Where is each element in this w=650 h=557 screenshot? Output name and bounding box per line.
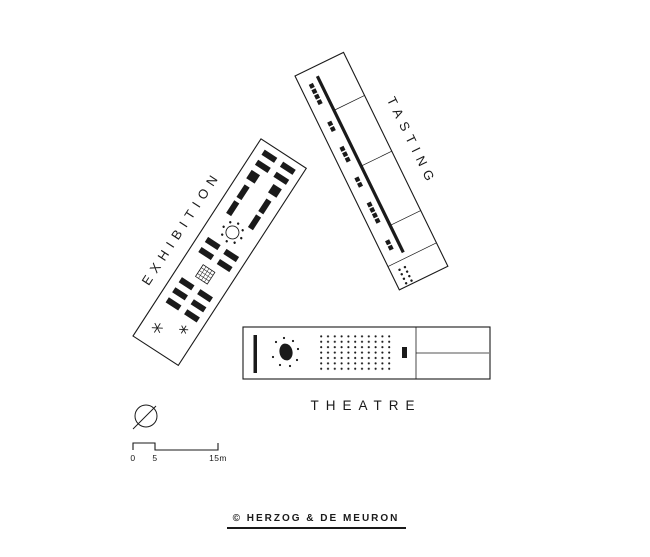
plant-icon [151, 322, 163, 334]
scale-bar: 0 5 15m [130, 442, 227, 463]
tasting-end-seats [398, 265, 413, 285]
credit-text: © HERZOG & DE MEURON [233, 513, 400, 524]
scale-label-15m: 15m [209, 453, 227, 463]
theatre-building: THEATRE [242, 326, 491, 413]
tasting-bar-counter [315, 75, 405, 254]
north-indicator [132, 404, 158, 430]
theatre-label: THEATRE [310, 398, 421, 413]
theatre-outline [242, 326, 491, 380]
credit-logo: © HERZOG & DE MEURON [227, 513, 406, 529]
plant-icon [179, 325, 189, 334]
exhibition-building: EXHIBITION [132, 138, 308, 367]
grid-table-icon [194, 264, 216, 285]
tasting-tables [308, 82, 394, 251]
seating-dots [319, 334, 393, 373]
round-table-icon [221, 221, 244, 244]
tasting-label: TASTING [384, 94, 440, 188]
tasting-outline [294, 51, 449, 291]
tasting-building: TASTING [294, 51, 449, 291]
exhibition-furniture [151, 149, 296, 334]
scale-bar-line [132, 442, 219, 451]
piano-icon [271, 336, 300, 368]
stage-screen [253, 335, 257, 373]
podium-block [402, 347, 407, 358]
north-arrow-icon [134, 404, 158, 428]
scale-label-0: 0 [130, 453, 135, 463]
scale-label-5: 5 [152, 453, 157, 463]
tasting-partitions [333, 95, 437, 267]
exhibition-outline [132, 138, 308, 367]
